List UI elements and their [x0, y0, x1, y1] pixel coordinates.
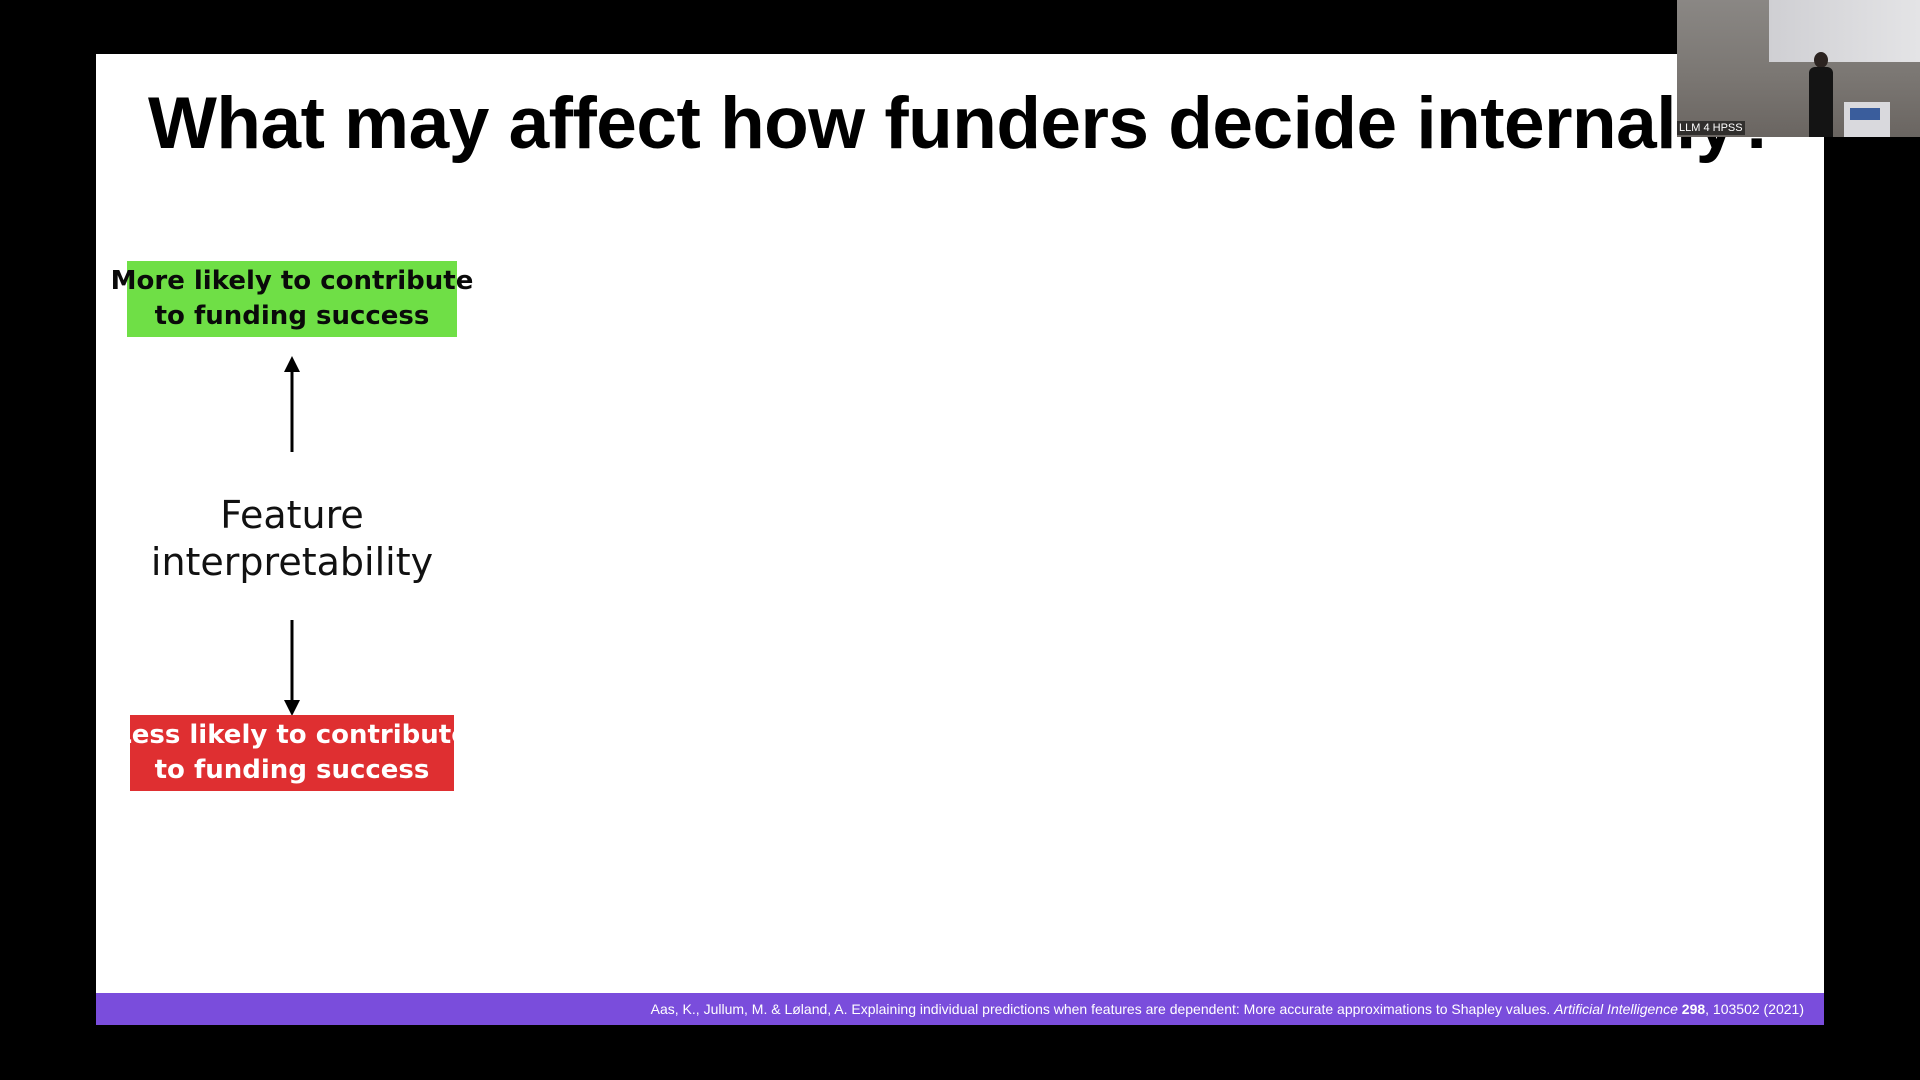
citation-authors-title: Aas, K., Jullum, M. & Løland, A. Explain…: [650, 1001, 1551, 1017]
less-likely-line-2: to funding success: [154, 755, 430, 785]
citation-text: Aas, K., Jullum, M. & Løland, A. Explain…: [651, 1000, 1804, 1018]
less-likely-line-1: Less likely to contribute: [115, 720, 469, 750]
slide-title: What may affect how funders decide inter…: [148, 83, 1780, 164]
citation-volume: 298: [1681, 1001, 1706, 1017]
presentation-slide: What may affect how funders decide inter…: [96, 54, 1824, 1025]
more-likely-line-1: More likely to contribute: [110, 266, 474, 296]
less-likely-box: Less likely to contribute to funding suc…: [115, 715, 469, 791]
feature-interpretability-label: Feature interpretability: [136, 492, 448, 586]
speaker-head: [1814, 52, 1828, 68]
more-likely-line-2: to funding success: [154, 301, 430, 331]
arrow-up-icon: [284, 356, 300, 452]
camera-projection-screen: [1769, 0, 1920, 62]
speaker-body: [1809, 67, 1833, 137]
arrow-down-icon: [284, 620, 300, 716]
citation-footer-bar: Aas, K., Jullum, M. & Løland, A. Explain…: [96, 993, 1824, 1025]
camera-label: LLM 4 HPSS: [1677, 121, 1745, 135]
feature-label-line-2: interpretability: [150, 540, 434, 584]
speaker-camera-overlay: LLM 4 HPSS: [1677, 0, 1920, 137]
podium-logo: [1850, 108, 1880, 120]
citation-pages-year: , 103502 (2021): [1705, 1001, 1804, 1017]
citation-journal: Artificial Intelligence: [1554, 1001, 1678, 1017]
speaker-figure: [1807, 52, 1835, 137]
more-likely-box: More likely to contribute to funding suc…: [111, 261, 473, 337]
feature-label-line-1: Feature: [220, 493, 364, 537]
